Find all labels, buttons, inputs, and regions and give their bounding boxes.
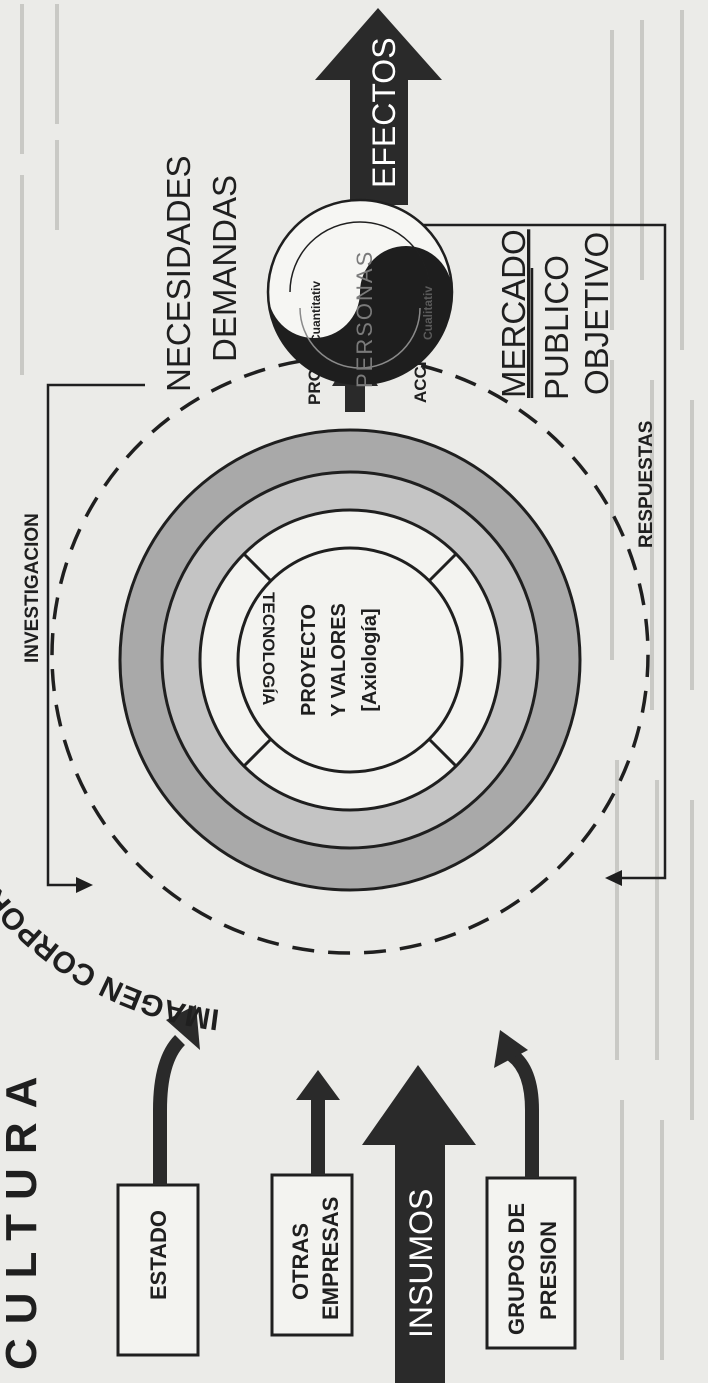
- efectos-label: EFECTOS: [366, 37, 402, 188]
- input-box-otras-label-2: EMPRESAS: [318, 1197, 343, 1320]
- insumos-label: INSUMOS: [403, 1189, 439, 1338]
- yin-yang-dark-half: [268, 246, 452, 384]
- demandas-label: DEMANDAS: [206, 175, 243, 362]
- products-arrow-shaft: [345, 382, 365, 412]
- ring-divider-3: [242, 737, 273, 768]
- input-box-estado-label: ESTADO: [146, 1210, 171, 1300]
- investigacion-arrowhead: [76, 877, 93, 893]
- objetivo-label: OBJETIVO: [578, 232, 615, 395]
- imagen-corporativa-label: IMAGEN CORPORATIVA: [0, 811, 221, 1036]
- input-box-grupos-label-2: PRESION: [536, 1221, 561, 1320]
- insumos-arrow: [362, 1065, 476, 1383]
- ring-divider-1: [242, 552, 273, 583]
- mercado-label: MERCADO: [495, 229, 532, 398]
- respuestas-arrowhead: [605, 870, 622, 886]
- ring-divider-2: [427, 552, 458, 583]
- culture-label: CULTURA: [0, 1063, 46, 1370]
- investigacion-label: INVESTIGACION: [22, 513, 43, 663]
- core-label-1: PROYECTO: [298, 604, 320, 716]
- respuestas-label: RESPUESTAS: [636, 421, 657, 548]
- cualitativ-label: Cualitativ: [421, 286, 435, 340]
- tecnologia-label: TECNOLOGÍA: [259, 592, 278, 705]
- ring-divider-4: [427, 737, 458, 768]
- core-label-3: [Axiología]: [359, 608, 381, 711]
- efectos-arrow: [315, 8, 442, 205]
- personas-label: PERSONAS: [352, 250, 377, 388]
- input-box-otras-empresas: OTRAS EMPRESAS: [270, 1173, 354, 1337]
- arrowhead-grupos: [494, 1030, 528, 1068]
- core-circle: [236, 546, 464, 774]
- respuestas-line: [362, 223, 667, 880]
- arrowhead-otras: [296, 1070, 340, 1100]
- publico-label: PUBLICO: [538, 255, 575, 400]
- investigacion-line: [46, 383, 145, 887]
- arrow-estado: [153, 1035, 186, 1185]
- input-box-otras-label-1: OTRAS: [288, 1223, 313, 1300]
- yin-yang: [266, 198, 454, 386]
- arrowhead-estado: [166, 1005, 200, 1050]
- imagen-corporativa-circle: [50, 355, 650, 955]
- arrow-grupos: [507, 1049, 539, 1178]
- core-label-2: Y VALORES: [328, 603, 350, 717]
- cuantitativ-label: Cuantitativ: [309, 281, 323, 343]
- input-box-grupos-presion: GRUPOS DE PRESION: [485, 1176, 577, 1350]
- necesidades-label: NECESIDADES: [160, 155, 197, 392]
- input-box-grupos-label-1: GRUPOS DE: [504, 1203, 529, 1335]
- input-box-estado: ESTADO: [116, 1183, 200, 1357]
